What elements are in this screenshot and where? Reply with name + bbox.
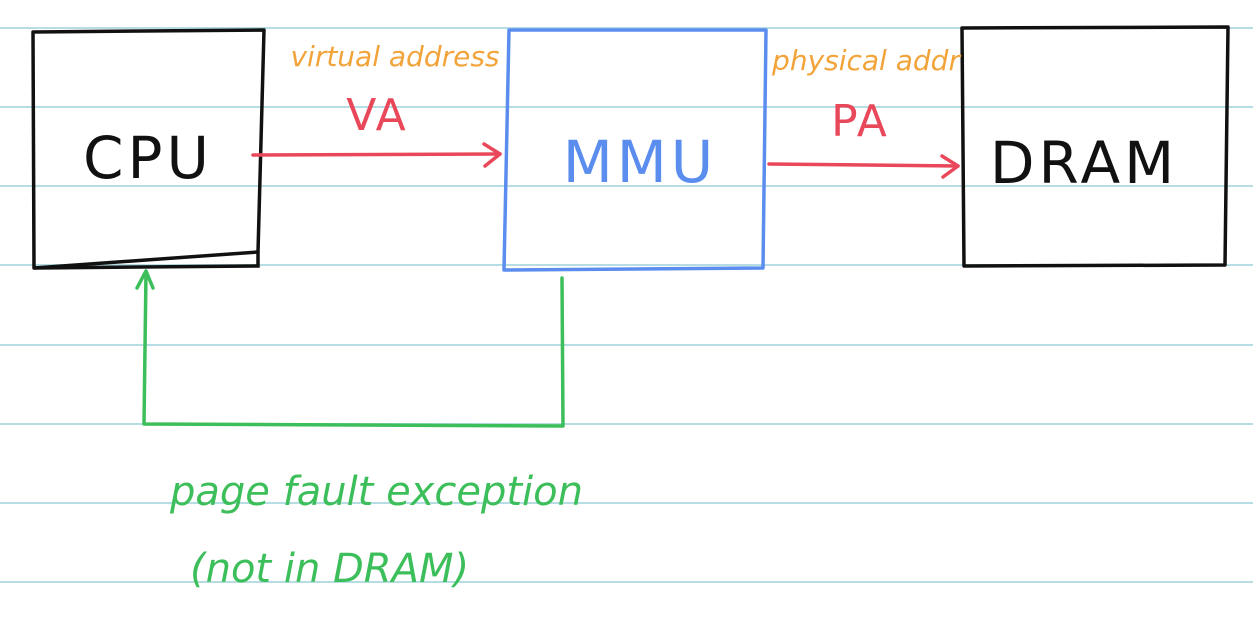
cpu-box-bottom bbox=[33, 252, 260, 270]
page-fault-path bbox=[142, 270, 565, 428]
va-abbr: VA bbox=[346, 90, 407, 141]
pa-caption: physical addr bbox=[771, 44, 961, 77]
va-arrow-head bbox=[482, 142, 502, 168]
page-fault-arrow-head bbox=[135, 269, 155, 290]
mmu-label: MMU bbox=[563, 128, 718, 196]
va-caption: virtual address bbox=[290, 40, 499, 73]
pa-abbr: PA bbox=[831, 96, 889, 147]
mmu-box bbox=[502, 28, 768, 272]
pa-arrow-head bbox=[940, 154, 960, 179]
dram-label: DRAM bbox=[990, 129, 1178, 197]
page-fault-note-line2: (not in DRAM) bbox=[190, 546, 469, 592]
va-arrow-line bbox=[251, 152, 502, 157]
cpu-label: CPU bbox=[83, 124, 213, 192]
dram-box bbox=[960, 25, 1230, 268]
pa-arrow-line bbox=[767, 162, 960, 168]
page-fault-note-line1: page fault exception bbox=[169, 469, 583, 515]
